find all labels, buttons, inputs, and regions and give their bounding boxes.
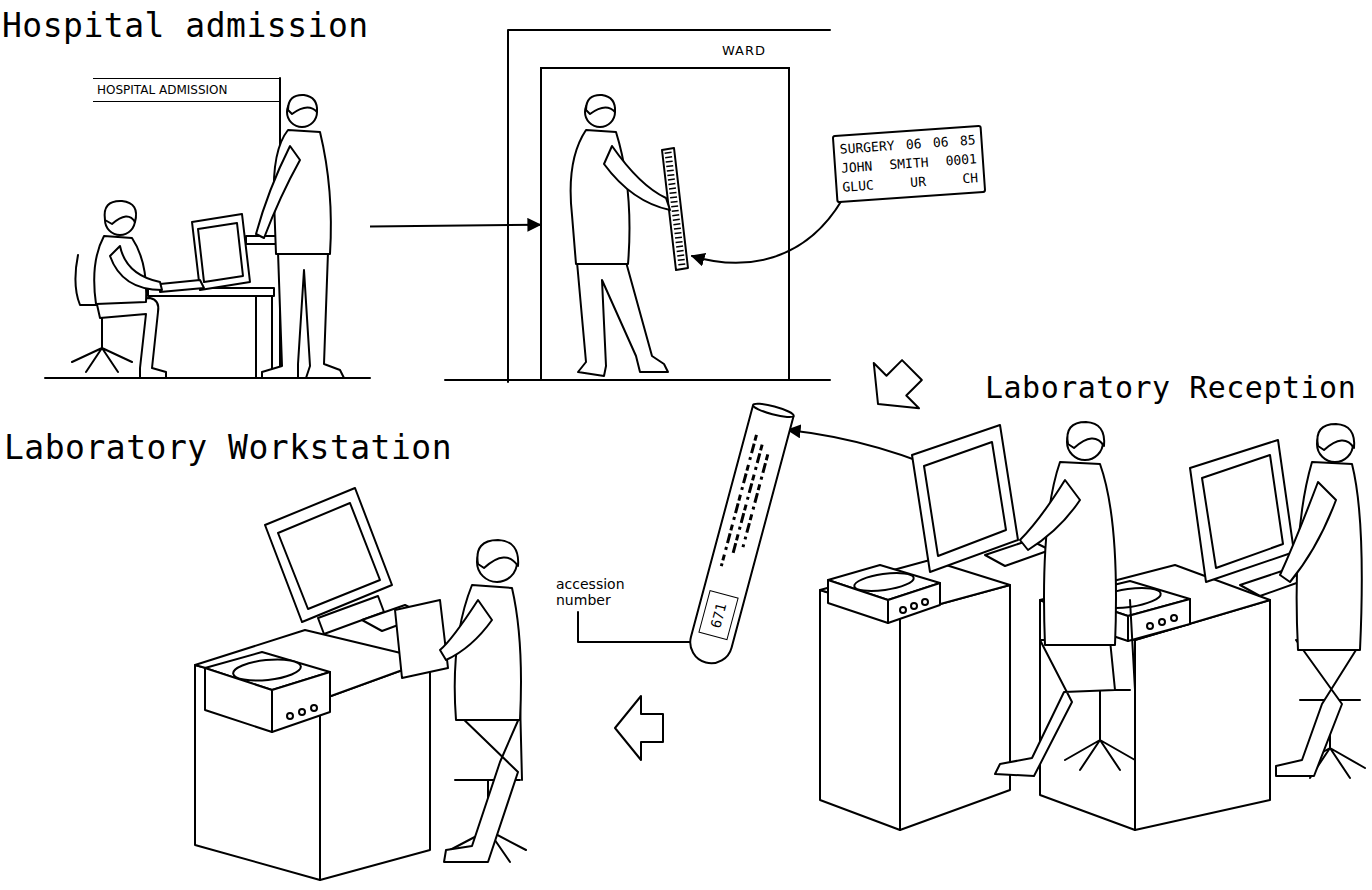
monitor-screen	[1202, 455, 1283, 568]
ward-outer-frame	[508, 30, 830, 382]
control-knob	[1159, 619, 1165, 625]
scene-heading: Hospital admission	[2, 6, 369, 45]
person-arm	[440, 600, 492, 660]
control-knob	[287, 713, 293, 719]
tube-body	[686, 405, 794, 668]
admission-booth: HOSPITAL ADMISSION	[45, 78, 370, 378]
person-arm	[1020, 480, 1080, 550]
person-arm	[256, 146, 300, 238]
clipboard	[395, 600, 448, 678]
booth-sign: HOSPITAL ADMISSION	[93, 78, 280, 102]
person-arm	[604, 146, 670, 210]
person-legs	[1276, 640, 1356, 776]
person-hair	[1067, 422, 1104, 448]
control-knob	[1171, 615, 1177, 621]
monitor	[265, 488, 392, 622]
person-legs	[96, 298, 166, 378]
floor-line	[445, 379, 830, 381]
person-hair	[477, 540, 518, 568]
monitor-screen	[198, 223, 243, 282]
control-knob	[1147, 623, 1153, 629]
scene-heading: Laboratory Workstation	[4, 428, 452, 467]
person-torso	[1044, 462, 1116, 645]
tube-rim	[752, 401, 795, 420]
person-hair	[586, 95, 615, 114]
scene-heading: Laboratory Reception	[985, 370, 1356, 405]
keyboard	[985, 540, 1050, 566]
tube-label-print	[732, 445, 762, 557]
control-knob	[911, 603, 917, 609]
keyboard	[160, 280, 204, 292]
ward-door: WARD	[540, 67, 790, 380]
flow-arrow	[615, 696, 663, 760]
sample-carousel	[272, 672, 330, 732]
desk-front	[820, 590, 900, 830]
person-hair	[288, 95, 317, 114]
person-arm	[1280, 482, 1336, 582]
sample-carousel	[888, 583, 940, 623]
flow-arrow	[855, 347, 934, 426]
monitor-screen	[924, 442, 1006, 556]
person-hair	[1317, 424, 1354, 450]
person-torso	[571, 130, 630, 264]
person-legs	[444, 712, 520, 862]
control-knob	[922, 599, 928, 605]
person-legs	[995, 640, 1115, 776]
person-legs	[262, 252, 344, 378]
control-knob	[299, 709, 305, 715]
pointer-arrow	[692, 200, 842, 263]
request-label: SURGERY 06 06 85JOHN SMITH 0001GLUC UR C…	[832, 125, 986, 203]
tube-label-print	[721, 435, 756, 566]
monitor	[1190, 440, 1294, 582]
carousel-rotor	[853, 570, 915, 594]
ward-sign: WARD	[722, 43, 766, 58]
control-knob	[900, 607, 906, 613]
person-legs	[577, 262, 668, 376]
monitor	[192, 214, 250, 290]
person-torso	[455, 585, 521, 720]
tube-label-print	[743, 454, 768, 547]
desk-side	[900, 585, 1010, 830]
control-knob	[311, 705, 317, 711]
person-arm	[110, 246, 162, 290]
person-hair	[105, 201, 136, 224]
flow-connector	[370, 225, 540, 227]
callout-label: accession number	[556, 576, 638, 608]
desk-leg	[256, 296, 272, 378]
carousel-rotor	[232, 657, 302, 684]
sample-tube: 671	[682, 398, 798, 671]
leader-line	[578, 612, 708, 642]
monitor-screen	[278, 503, 380, 609]
